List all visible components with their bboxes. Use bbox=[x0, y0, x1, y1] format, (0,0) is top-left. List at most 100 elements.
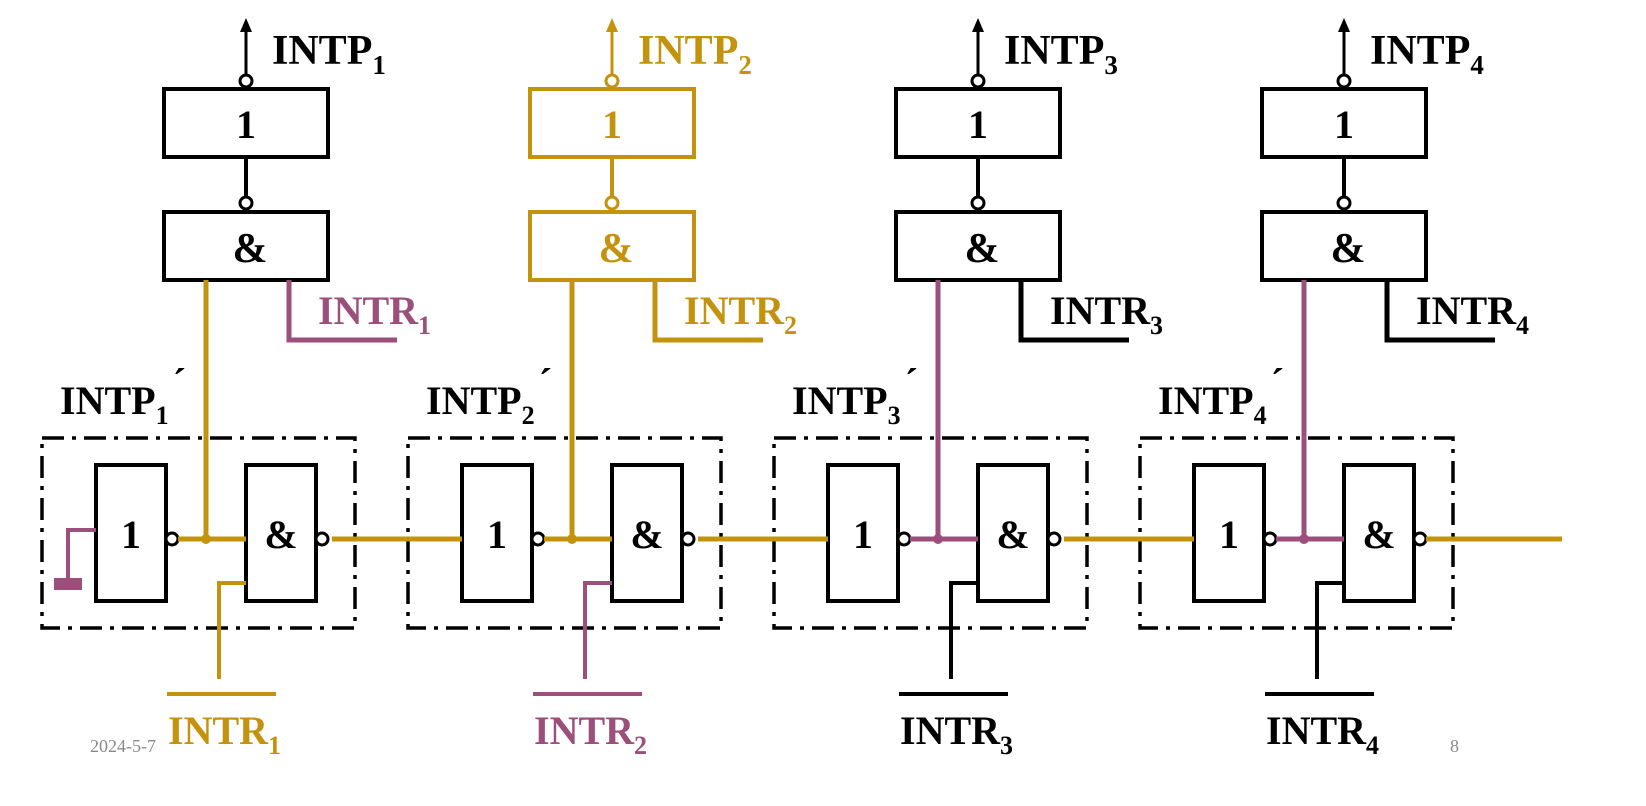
intp3-prime-label-base: INTP bbox=[792, 378, 888, 423]
intr2-bar-label: INTR2 bbox=[534, 708, 647, 760]
junction-dot-2 bbox=[567, 534, 577, 544]
intp2-prime-label-subscript: 2 bbox=[522, 401, 535, 430]
chain-not2-bubble bbox=[530, 531, 546, 547]
top-not-gate-3 bbox=[894, 87, 1062, 159]
chain-not-gate-1-symbol: 1 bbox=[121, 512, 141, 557]
intp4-label-base: INTP bbox=[1370, 28, 1470, 74]
chain-not-gate-3-symbol: 1 bbox=[853, 512, 873, 557]
intr1-bar-label-subscript: 1 bbox=[268, 731, 281, 760]
top-and-gate-3-symbol: & bbox=[965, 226, 1000, 272]
top-and-gate-4 bbox=[1260, 210, 1428, 282]
module-box-1 bbox=[40, 436, 357, 630]
footer-page-number: 8 bbox=[1450, 736, 1459, 756]
chain-and-gate-4 bbox=[1342, 463, 1416, 603]
chain-and-gate-2-symbol: & bbox=[630, 512, 663, 557]
chain-and1-bubble bbox=[314, 531, 330, 547]
intp1-prime-label-base: INTP bbox=[60, 378, 156, 423]
intp4-prime-label-subscript: 4 bbox=[1254, 401, 1267, 430]
intr4-label-subscript: 4 bbox=[1516, 311, 1529, 340]
intr4-input-line bbox=[1384, 280, 1495, 343]
top-not2-output-bubble bbox=[604, 73, 620, 89]
top-and-gate-2-symbol: & bbox=[599, 226, 634, 272]
chain-and-gate-4-symbol: & bbox=[1362, 512, 1395, 557]
chain-not-gate-2 bbox=[460, 463, 534, 603]
intp1-prime-label-prime: ´ bbox=[173, 360, 186, 405]
module-box-4 bbox=[1138, 436, 1455, 630]
intr1-label-subscript: 1 bbox=[418, 311, 431, 340]
intp1-label-subscript: 1 bbox=[372, 50, 386, 80]
chain-and-gate-3 bbox=[976, 463, 1050, 603]
chain-and3-bubble bbox=[1046, 531, 1062, 547]
intp1-arrow-icon bbox=[240, 18, 252, 32]
intp2-label-base: INTP bbox=[638, 28, 738, 74]
junction-dot-1 bbox=[201, 534, 211, 544]
intp4-prime-label-base: INTP bbox=[1158, 378, 1254, 423]
top-not-gate-3-symbol: 1 bbox=[968, 102, 988, 147]
top-not-gate-2 bbox=[528, 87, 696, 159]
top-not3-output-bubble bbox=[970, 73, 986, 89]
intr2-bar-input-line bbox=[583, 581, 612, 679]
top-not4-output-bubble bbox=[1336, 73, 1352, 89]
intp1-prime-label-subscript: 1 bbox=[156, 401, 169, 430]
intp3-label: INTP3 bbox=[1004, 28, 1118, 80]
top-and-gate-1 bbox=[162, 210, 330, 282]
top-and-gate-4-symbol: & bbox=[1331, 226, 1366, 272]
intr4-bar-label: INTR4 bbox=[1266, 708, 1379, 760]
top-not-gate-4-symbol: 1 bbox=[1334, 102, 1354, 147]
intp3-arrow-icon bbox=[972, 18, 984, 32]
intr3-bar-label-base: INTR bbox=[900, 708, 1001, 753]
intp3-label-subscript: 3 bbox=[1104, 50, 1118, 80]
intp4-arrow-icon bbox=[1338, 18, 1350, 32]
intp1-label: INTP1 bbox=[272, 28, 386, 80]
chain-and-gate-1 bbox=[244, 463, 318, 603]
intp3-prime-label-subscript: 3 bbox=[888, 401, 901, 430]
intr3-label-base: INTR bbox=[1050, 288, 1151, 333]
intr3-bar-label-subscript: 3 bbox=[1000, 731, 1013, 760]
intp1-prime-label: INTP1´ bbox=[60, 360, 186, 430]
intp2-prime-label-prime: ´ bbox=[539, 360, 552, 405]
intr2-label-base: INTR bbox=[684, 288, 785, 333]
intp4-label: INTP4 bbox=[1370, 28, 1484, 80]
intp1-label-base: INTP bbox=[272, 28, 372, 74]
chain-and2-bubble bbox=[680, 531, 696, 547]
intr4-bar-label-subscript: 4 bbox=[1366, 731, 1379, 760]
intr2-label: INTR2 bbox=[684, 288, 797, 340]
chain-and-gate-3-symbol: & bbox=[996, 512, 1029, 557]
chain-not1-bubble bbox=[164, 531, 180, 547]
top-not-gate-1-symbol: 1 bbox=[236, 102, 256, 147]
chain-and4-bubble bbox=[1412, 531, 1428, 547]
intr1-bar-label-base: INTR bbox=[168, 708, 269, 753]
module-box-2 bbox=[406, 436, 723, 630]
intr3-label: INTR3 bbox=[1050, 288, 1163, 340]
intp4-label-subscript: 4 bbox=[1470, 50, 1484, 80]
intr2-bar-label-subscript: 2 bbox=[634, 731, 647, 760]
intr1-input-line bbox=[286, 280, 397, 343]
ground-wire bbox=[66, 528, 96, 585]
top-and-gate-3 bbox=[894, 210, 1062, 282]
top-not-gate-2-symbol: 1 bbox=[602, 102, 622, 147]
chain-and-gate-2 bbox=[610, 463, 684, 603]
intr4-bar-label-base: INTR bbox=[1266, 708, 1367, 753]
intr3-bar-label: INTR3 bbox=[900, 708, 1013, 760]
intp3-prime-label-prime: ´ bbox=[905, 360, 918, 405]
chain-not4-bubble bbox=[1262, 531, 1278, 547]
intr3-input-line bbox=[1018, 280, 1129, 343]
intp2-label-subscript: 2 bbox=[738, 50, 752, 80]
intr2-bar-label-base: INTR bbox=[534, 708, 635, 753]
chain-not-gate-4-symbol: 1 bbox=[1219, 512, 1239, 557]
intr3-bar-input-line bbox=[949, 581, 978, 679]
intr1-bar-input-line bbox=[217, 581, 246, 679]
ground-icon bbox=[54, 578, 82, 590]
intr1-label: INTR1 bbox=[318, 288, 431, 340]
footer-date: 2024-5-7 bbox=[90, 736, 156, 756]
intp4-prime-label: INTP4´ bbox=[1158, 360, 1284, 430]
intp3-label-base: INTP bbox=[1004, 28, 1104, 74]
intp3-prime-label: INTP3´ bbox=[792, 360, 918, 430]
top-and-gate-1-symbol: & bbox=[233, 226, 268, 272]
intr1-label-base: INTR bbox=[318, 288, 419, 333]
chain-not-gate-4 bbox=[1192, 463, 1266, 603]
module-box-3 bbox=[772, 436, 1089, 630]
junction-dot-3 bbox=[933, 534, 943, 544]
chain-not-gate-1 bbox=[94, 463, 168, 603]
